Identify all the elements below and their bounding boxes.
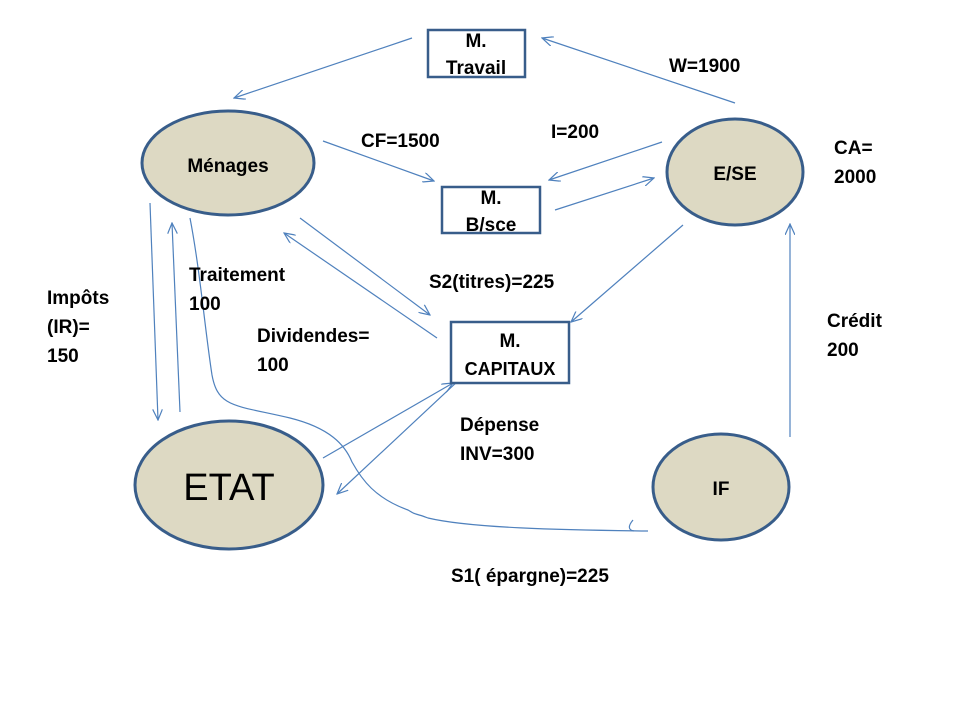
arrow-menages-to-etat — [149, 202, 158, 420]
market-bsce: M. B/sce — [440, 185, 542, 236]
node-ese-label: E/SE — [713, 164, 756, 185]
arrow-capitaux-to-menages — [284, 233, 438, 339]
arrow-menages-savings-to-if — [189, 217, 649, 532]
label-consumption: CF=1500 — [361, 131, 440, 152]
label-dividends-line1: Dividendes= — [257, 326, 369, 347]
label-dividends-line2: 100 — [257, 355, 289, 376]
label-turnover-line1: CA= — [834, 138, 873, 159]
node-etat-label: ETAT — [183, 467, 274, 509]
node-if-label: IF — [713, 479, 730, 500]
label-credit-line2: 200 — [827, 340, 859, 361]
market-bsce-line1: M. — [480, 188, 501, 209]
market-capitaux: M. CAPITAUX — [449, 320, 571, 385]
arrows — [149, 37, 790, 532]
market-travail: M. Travail — [426, 28, 527, 79]
arrow-capitaux-to-etat — [337, 379, 460, 494]
label-taxes-line3: 150 — [47, 346, 79, 367]
node-if: IF — [651, 432, 791, 542]
market-travail-line1: M. — [465, 31, 486, 52]
arrow-menages-to-bsce — [322, 140, 434, 181]
node-etat: ETAT — [133, 419, 325, 551]
node-menages: Ménages — [140, 109, 316, 217]
arrow-travail-to-menages — [234, 37, 413, 98]
label-taxes-line2: (IR)= — [47, 317, 90, 338]
label-wages: W=1900 — [669, 56, 740, 77]
market-travail-line2: Travail — [446, 58, 506, 79]
label-public-investment-line1: Dépense — [460, 415, 539, 436]
node-ese: E/SE — [665, 117, 805, 227]
label-turnover-line2: 2000 — [834, 167, 876, 188]
market-capitaux-line2: CAPITAUX — [465, 359, 556, 379]
market-capitaux-line1: M. — [499, 331, 520, 352]
label-credit-line1: Crédit — [827, 311, 883, 332]
label-salaries-line1: Traitement — [189, 265, 286, 286]
label-taxes-line1: Impôts — [47, 288, 109, 309]
arrow-ese-to-capitaux — [571, 224, 684, 322]
arrow-ese-to-bsce — [549, 141, 663, 180]
arrow-etat-to-menages — [172, 223, 181, 413]
arrow-if-hook — [628, 519, 635, 532]
label-public-investment-line2: INV=300 — [460, 444, 534, 465]
arrow-etat-to-capitaux — [322, 383, 453, 459]
label-salaries-line2: 100 — [189, 294, 221, 315]
arrow-menages-to-capitaux — [299, 217, 430, 315]
arrow-ese-to-travail — [542, 38, 736, 104]
label-investment-ese: I=200 — [551, 122, 599, 143]
label-savings: S1( épargne)=225 — [451, 566, 609, 587]
arrow-bsce-to-ese — [554, 178, 654, 211]
node-menages-label: Ménages — [187, 156, 268, 177]
market-bsce-line2: B/sce — [466, 215, 517, 236]
label-securities: S2(titres)=225 — [429, 272, 555, 293]
